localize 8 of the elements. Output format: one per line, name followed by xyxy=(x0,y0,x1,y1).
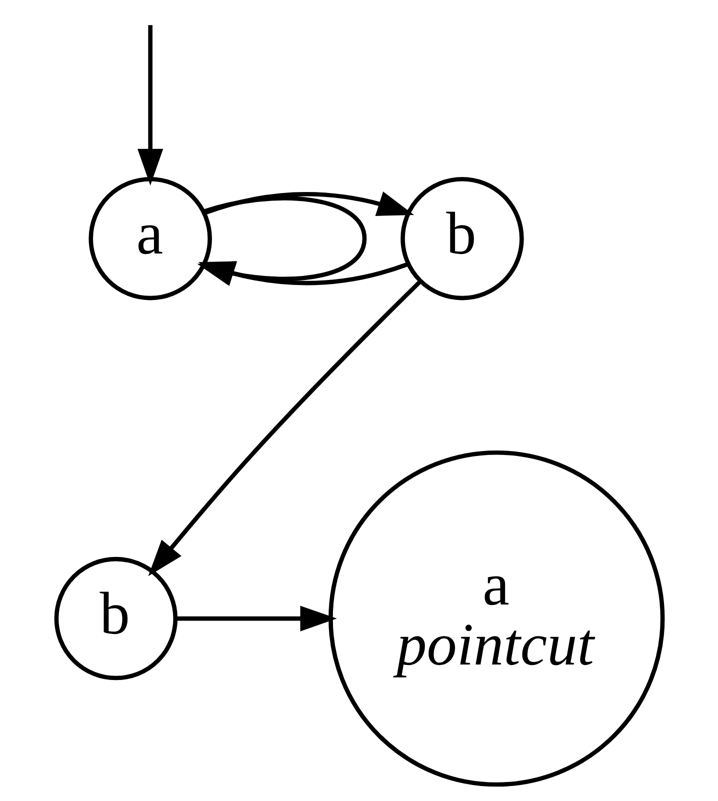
node-circle: b xyxy=(54,556,178,680)
arrow xyxy=(174,606,336,632)
arrow xyxy=(203,192,414,216)
node-circle: b xyxy=(400,176,524,300)
node-circle: a pointcut xyxy=(328,450,664,787)
arrow xyxy=(148,280,422,576)
node-circle: a xyxy=(88,176,212,300)
arrow xyxy=(137,25,163,186)
